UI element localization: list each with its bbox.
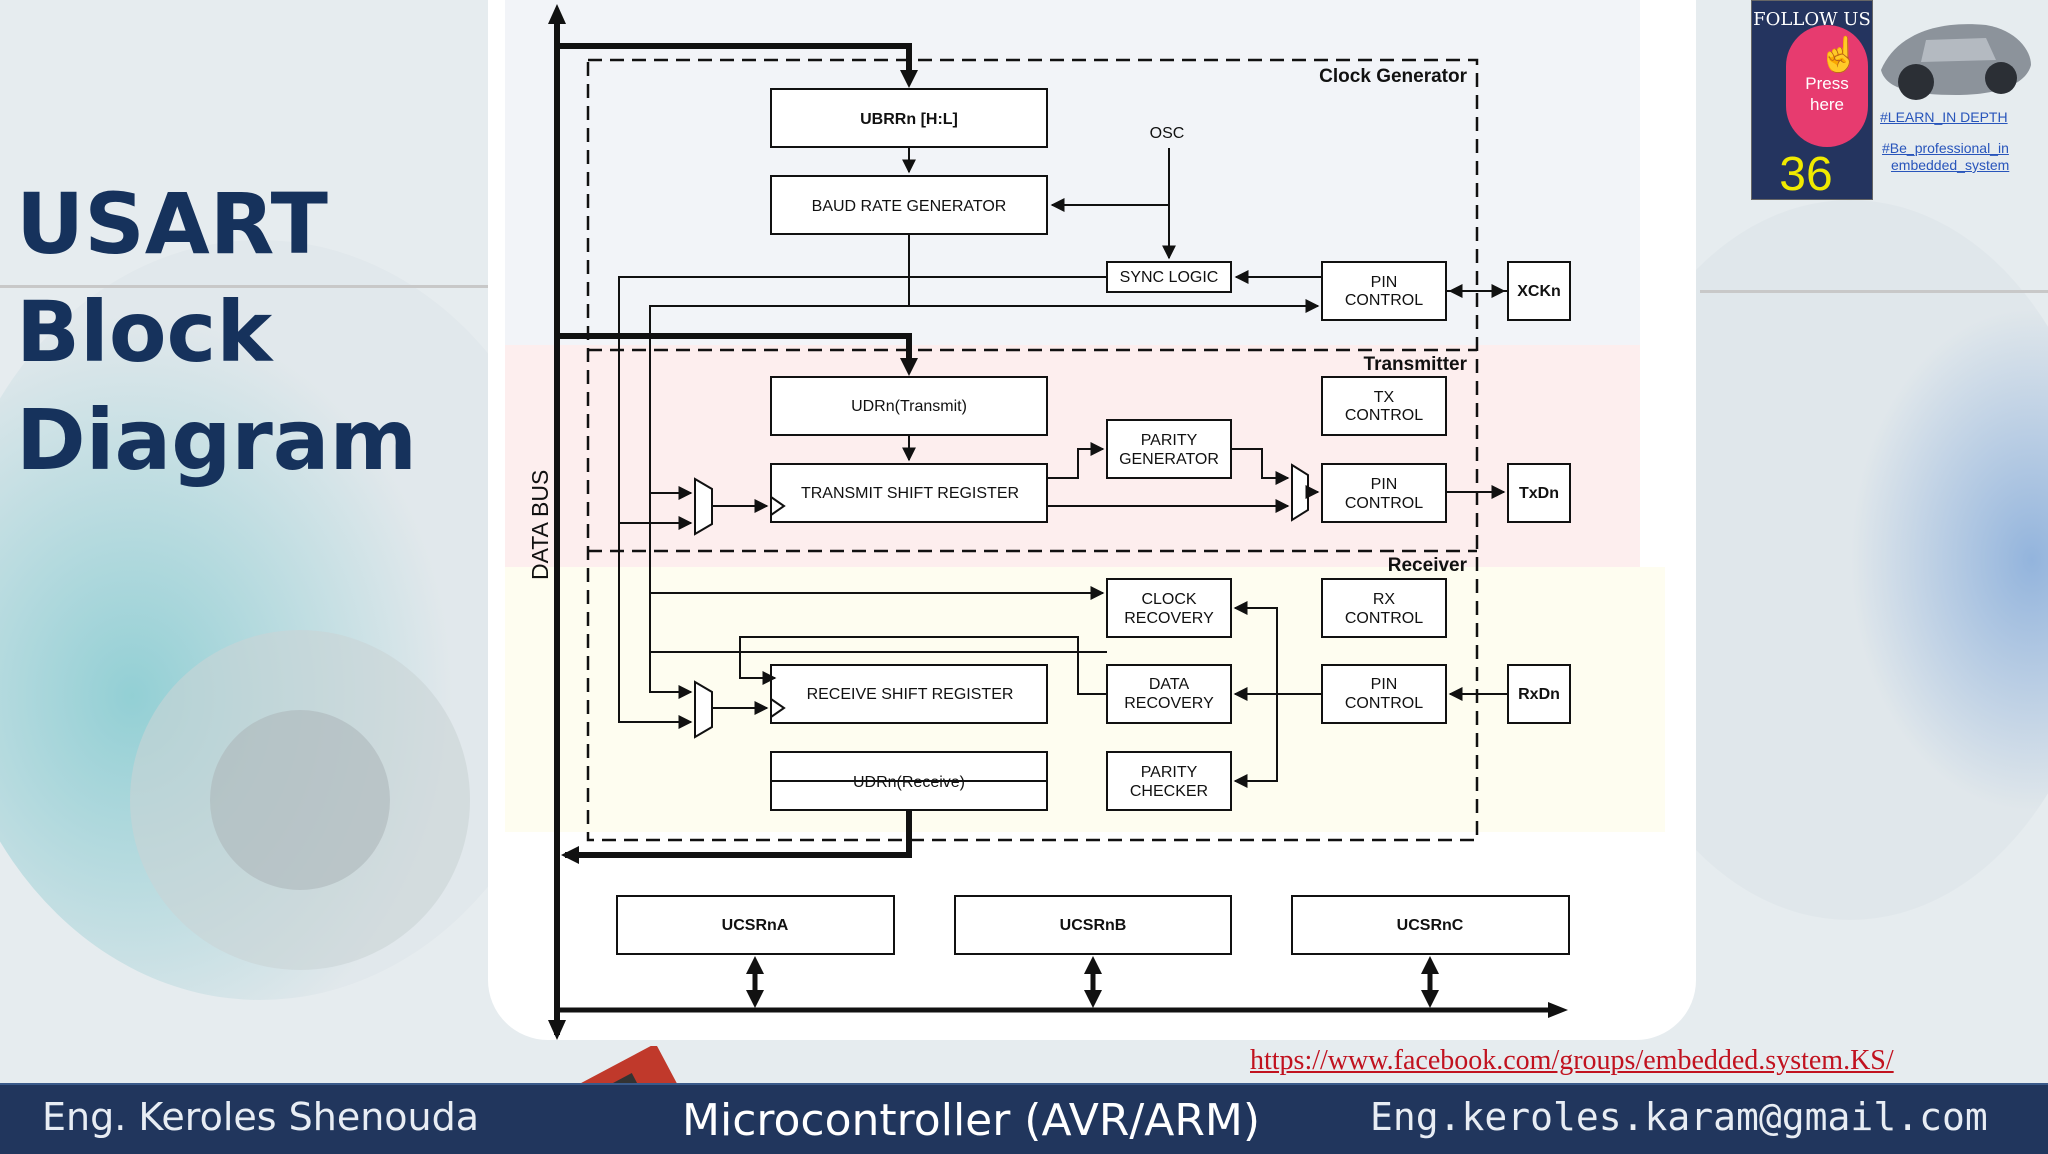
section-clock-generator: Clock Generator — [1319, 66, 1467, 87]
data-bus-right-arrow — [1548, 1002, 1568, 1018]
pin-control-rx-label-1: PIN — [1371, 676, 1398, 693]
receive-shift-register-block — [770, 664, 1048, 724]
data-bus-label: DATA BUS — [527, 470, 553, 580]
footer-email: Eng.keroles.karam@gmail.com — [1370, 1095, 1988, 1139]
title-line-2: Block — [16, 283, 273, 381]
tx-control-label-2: CONTROL — [1345, 407, 1423, 424]
follow-us-widget[interactable]: FOLLOW US ☝ Press here 36 — [1751, 0, 1873, 201]
data-bus-top-arrow — [548, 4, 566, 24]
txd-mux — [1291, 463, 1309, 522]
rxd-label: RxDn — [1518, 686, 1560, 703]
section-transmitter: Transmitter — [1364, 354, 1468, 375]
ubrr-block — [770, 88, 1048, 148]
parity-generator-label-1: PARITY — [1141, 432, 1198, 449]
rx-control-label-2: CONTROL — [1345, 610, 1423, 627]
ucsrc-label: UCSRnC — [1397, 917, 1464, 934]
section-receiver: Receiver — [1388, 555, 1468, 576]
data-recovery-label-1: DATA — [1149, 676, 1190, 693]
press-here-button[interactable]: ☝ Press here — [1786, 25, 1868, 147]
ucsra-label: UCSRnA — [722, 917, 789, 934]
transmitter-area — [505, 345, 1640, 567]
tx-control-label-1: TX — [1374, 389, 1395, 406]
transmit-shift-register-label: TRANSMIT SHIFT REGISTER — [801, 485, 1019, 502]
receiver-area — [505, 567, 1665, 832]
data-recovery-block — [1106, 664, 1232, 724]
parity-checker-label-1: PARITY — [1141, 764, 1198, 781]
udr-transmit-block — [770, 376, 1048, 436]
txd-label: TxDn — [1519, 485, 1559, 502]
pin-control-clock-label-1: PIN — [1371, 274, 1398, 291]
pin-control-tx-label-2: CONTROL — [1345, 495, 1423, 512]
sync-logic-label: SYNC LOGIC — [1120, 269, 1219, 286]
pin-control-tx-label-1: PIN — [1371, 476, 1398, 493]
facebook-group-link[interactable]: https://www.facebook.com/groups/embedded… — [1250, 1045, 1894, 1076]
parity-generator-block — [1106, 419, 1232, 479]
press-text-line-2: here — [1809, 95, 1845, 114]
pin-control-rx-label-2: CONTROL — [1345, 695, 1423, 712]
xck-pin-block — [1507, 261, 1571, 321]
transmit-shift-register-block — [770, 463, 1048, 523]
rx-control-label-1: RX — [1373, 591, 1396, 608]
ubrr-label: UBRRn [H:L] — [860, 111, 958, 128]
data-recovery-label-2: RECOVERY — [1124, 695, 1214, 712]
tx-mux — [694, 477, 713, 536]
press-here-text: Press here — [1786, 73, 1868, 115]
parity-checker-label-2: CHECKER — [1130, 783, 1208, 800]
car-engine-thumbnail — [1881, 24, 2031, 100]
pin-control-tx-block — [1321, 463, 1447, 523]
clock-recovery-label-2: RECOVERY — [1124, 610, 1214, 627]
bus-link-udr-tx — [557, 333, 912, 366]
footer-course: Microcontroller (AVR/ARM) — [682, 1095, 1261, 1146]
footer-bar: Eng. Keroles Shenouda Microcontroller (A… — [0, 1083, 2048, 1154]
xck-label: XCKn — [1517, 283, 1561, 300]
press-text-line-1: Press — [1805, 74, 1849, 93]
clock-generator-border — [586, 58, 1479, 842]
pin-control-rx-block — [1321, 664, 1447, 724]
baud-rate-generator-label: BAUD RATE GENERATOR — [812, 198, 1007, 215]
clock-recovery-block — [1106, 578, 1232, 638]
usart-block-diagram: Clock Generator Transmitter Receiver DAT… — [505, 0, 1665, 1040]
title-line-3: Diagram — [16, 391, 417, 489]
tag-be-professional[interactable]: #Be_professional_in — [1882, 140, 2009, 156]
tag-embedded-system[interactable]: embedded_system — [1891, 157, 2010, 173]
txd-pin-block — [1507, 463, 1571, 523]
ucsrb-block — [954, 895, 1232, 955]
rx-control-block — [1321, 578, 1447, 638]
udr-receive-label: UDRn(Receive) — [853, 774, 965, 791]
clock-generator-area — [505, 0, 1640, 345]
pointing-hand-icon: ☝ — [1818, 36, 1861, 74]
parity-checker-block — [1106, 751, 1232, 811]
udr-transmit-label: UDRn(Transmit) — [851, 398, 967, 415]
receive-shift-register-label: RECEIVE SHIFT REGISTER — [807, 686, 1014, 703]
clock-recovery-label-1: CLOCK — [1141, 591, 1196, 608]
tx-control-block — [1321, 376, 1447, 436]
data-bus-bottom-arrow — [548, 1020, 566, 1040]
title-line-1: USART — [16, 175, 328, 273]
follow-us-title: FOLLOW US — [1753, 9, 1871, 30]
osc-label: OSC — [1150, 125, 1185, 142]
ucsrc-block — [1291, 895, 1570, 955]
footer-author: Eng. Keroles Shenouda — [42, 1095, 480, 1139]
slide-title: USART Block Diagram — [16, 170, 456, 494]
follow-count: 36 — [1779, 148, 1833, 201]
rx-mux — [694, 680, 713, 739]
ucsra-block — [616, 895, 895, 955]
pin-control-clock-label-2: CONTROL — [1345, 292, 1423, 309]
bus-link-ubrr — [557, 43, 912, 78]
pin-control-clock-block — [1321, 261, 1447, 321]
bus-link-udr-rx — [565, 810, 912, 858]
tag-learn-in-depth[interactable]: #LEARN_IN DEPTH — [1880, 109, 2008, 125]
ucsrb-label: UCSRnB — [1060, 917, 1127, 934]
parity-generator-label-2: GENERATOR — [1119, 451, 1219, 468]
